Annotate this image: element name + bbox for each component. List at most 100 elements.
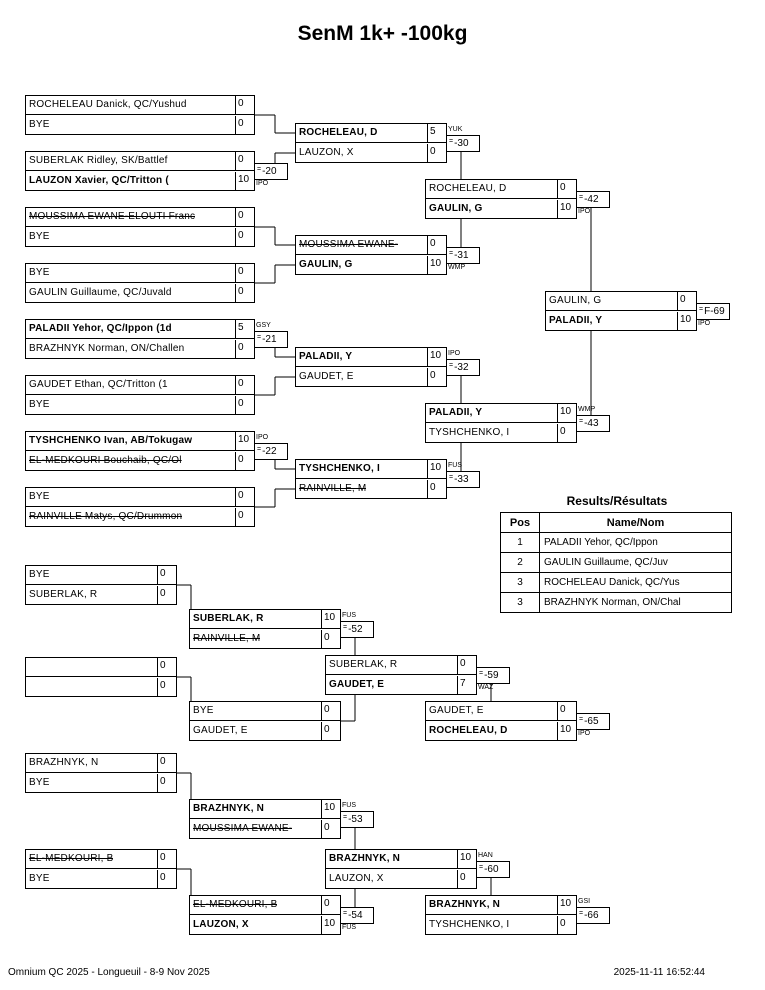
results-header-pos: Pos (500, 512, 540, 533)
competitor-name: GAUDET, E (329, 679, 385, 690)
competitor-name: MOUSSIMA EWANE- (299, 239, 399, 250)
competitor-score: 0 (157, 850, 176, 869)
contest-code: -21 (262, 334, 277, 345)
contest-number: =-32 (446, 359, 480, 376)
competitor-name: ROCHELEAU Danick, QC/Yushud (29, 99, 187, 110)
competitor-score: 0 (235, 284, 254, 303)
competitor-name: GAUDET, E (429, 705, 484, 716)
contest-code: -32 (454, 362, 469, 373)
competitor-score: 10 (557, 200, 576, 219)
competitor-score: 10 (321, 610, 340, 629)
contest-code: -52 (348, 624, 363, 635)
competitor-name: EL-MEDKOURI, B (193, 899, 278, 910)
contest-marker: = (257, 446, 262, 453)
win-method-label: FUS (342, 924, 356, 931)
contest-code: -65 (584, 716, 599, 727)
competitor-score: 0 (157, 586, 176, 605)
competitor-name: SUBERLAK Ridley, SK/Battlef (29, 155, 168, 166)
competitor-name: PALADII, Y (299, 351, 353, 362)
competitor-name: TYSHCHENKO, I (299, 463, 380, 474)
competitor-name: GAULIN, G (549, 295, 602, 306)
win-method-label: HAN (478, 852, 493, 859)
competitor-name: PALADII, Y (429, 407, 483, 418)
competitor-score: 0 (235, 96, 254, 115)
contest-marker: = (579, 194, 584, 201)
contest-marker: = (479, 670, 484, 677)
results-table: Pos Name/Nom 1 PALADII Yehor, QC/Ippon 2… (500, 512, 732, 613)
competitor-score: 0 (457, 870, 476, 889)
competitor-name: LAUZON, X (299, 147, 354, 158)
contest-number: =-30 (446, 135, 480, 152)
competitor-bottom: GAULIN, G 10 (426, 200, 576, 219)
competitor-score: 0 (157, 774, 176, 793)
competitor-name: GAULIN, G (299, 259, 353, 270)
footer-event: Omnium QC 2025 - Longueuil - 8-9 Nov 202… (8, 967, 210, 978)
competitor-name: ROCHELEAU, D (429, 725, 508, 736)
competitor-name: ROCHELEAU, D (299, 127, 378, 138)
contest-number: =-33 (446, 471, 480, 488)
competitor-name: LAUZON, X (193, 919, 249, 930)
competitor-name: BRAZHNYK, N (193, 803, 265, 814)
competitor-name: GAULIN, G (429, 203, 483, 214)
competitor-score: 0 (321, 702, 340, 721)
competitor-name: TYSHCHENKO, I (429, 919, 510, 930)
competitor-name: GAUDET, E (193, 725, 248, 736)
contest-code: -60 (484, 864, 499, 875)
contest-number: =-65 (576, 713, 610, 730)
competitor-score: 0 (157, 658, 176, 677)
competitor-name: RAINVILLE Matys, QC/Drummon (29, 511, 183, 522)
contest-marker: = (579, 716, 584, 723)
contest-code: -66 (584, 910, 599, 921)
results-row: 1 PALADII Yehor, QC/Ippon (500, 532, 732, 553)
win-method-label: IPO (256, 180, 269, 187)
results-row: 3 BRAZHNYK Norman, ON/Chal (500, 592, 732, 613)
competitor-score: 10 (457, 850, 476, 869)
results-name: ROCHELEAU Danick, QC/Yus (539, 572, 732, 593)
competitor-score: 0 (235, 208, 254, 227)
results-pos: 3 (500, 592, 540, 613)
results-name: GAULIN Guillaume, QC/Juv (539, 552, 732, 573)
competitor-score: 0 (321, 820, 340, 839)
competitor-bottom: MOUSSIMA EWANE-0 (190, 820, 340, 839)
competitor-score: 0 (235, 228, 254, 247)
competitor-name: RAINVILLE, M (299, 483, 367, 494)
win-method-label: WMP (448, 264, 466, 271)
competitor-top: ROCHELEAU Danick, QC/Yushud 0 (26, 96, 254, 115)
competitor-score: 10 (235, 172, 254, 191)
contest-marker: = (257, 166, 262, 173)
competitor-name: GAUDET, E (299, 371, 354, 382)
competitor-name: RAINVILLE, M (193, 633, 261, 644)
contest-code: -42 (584, 194, 599, 205)
win-method-label: IPO (698, 320, 711, 327)
competitor-score: 0 (427, 368, 446, 387)
